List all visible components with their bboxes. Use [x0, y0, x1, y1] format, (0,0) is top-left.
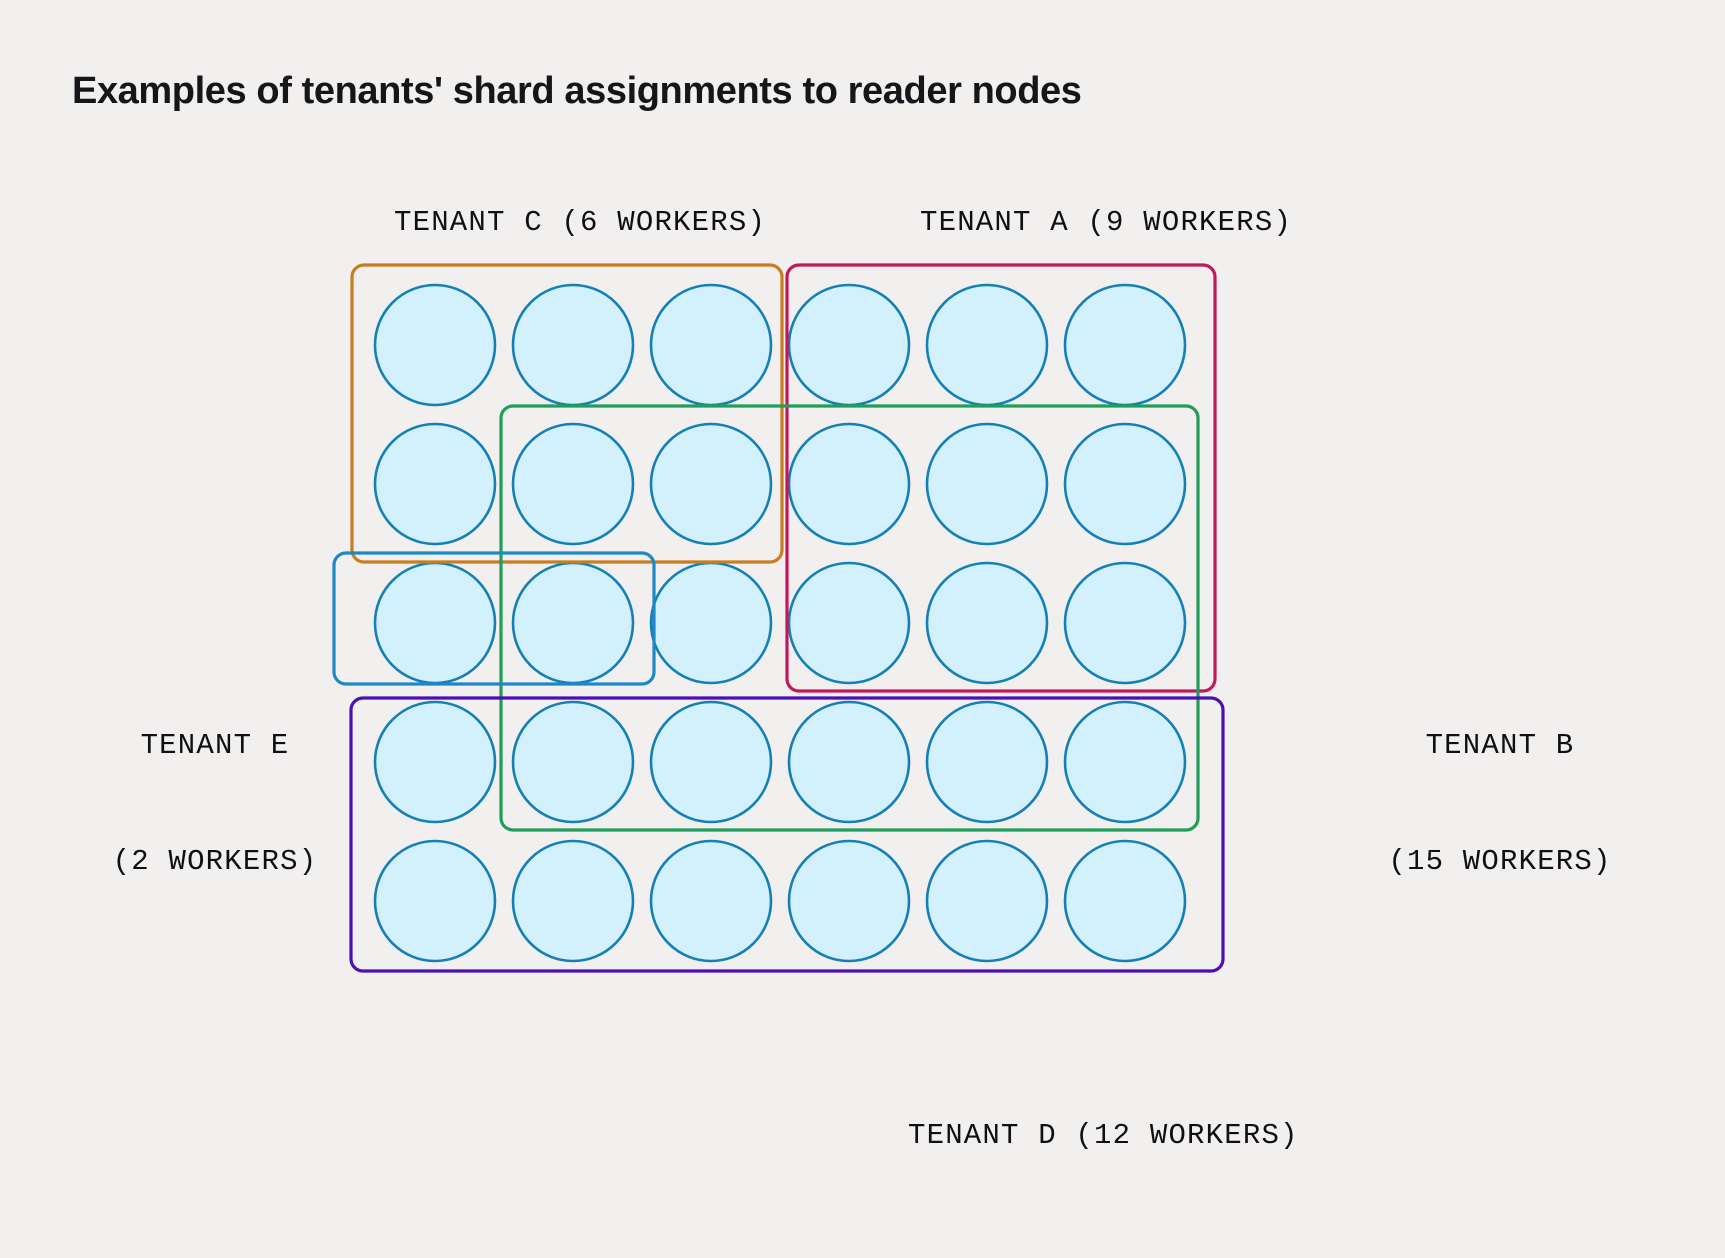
- reader-node: [787, 561, 911, 685]
- reader-node: [925, 839, 1049, 963]
- tenant-b-label-line1: TENANT B: [1425, 729, 1575, 763]
- tenant-a-boundary: [785, 263, 1217, 693]
- reader-node: [373, 283, 497, 407]
- reader-node: [511, 283, 635, 407]
- reader-node: [787, 283, 911, 407]
- reader-node: [649, 422, 773, 546]
- tenant-b-boundary: [499, 404, 1200, 832]
- reader-node: [373, 422, 497, 546]
- reader-node: [1063, 700, 1187, 824]
- reader-node: [1063, 283, 1187, 407]
- reader-node: [511, 422, 635, 546]
- tenant-d-boundary: [349, 696, 1225, 973]
- tenant-e-boundary: [332, 551, 656, 686]
- tenant-c-boundary: [350, 263, 784, 564]
- reader-node: [925, 561, 1049, 685]
- reader-node: [925, 283, 1049, 407]
- reader-node: [925, 700, 1049, 824]
- page-title: Examples of tenants' shard assignments t…: [72, 70, 1082, 112]
- reader-node: [649, 700, 773, 824]
- reader-node: [373, 839, 497, 963]
- reader-node: [1063, 839, 1187, 963]
- tenant-b-label: TENANT B (15 WORKERS): [1370, 650, 1630, 920]
- tenant-boundary-layer: [332, 263, 1225, 973]
- tenant-a-label: TENANT A (9 WORKERS): [920, 206, 1293, 239]
- reader-node: [1063, 561, 1187, 685]
- tenant-e-label-line2: (2 WORKERS): [112, 844, 318, 878]
- reader-node: [511, 561, 635, 685]
- reader-node: [511, 839, 635, 963]
- tenant-b-label-line2: (15 WORKERS): [1388, 844, 1612, 878]
- reader-node: [787, 422, 911, 546]
- reader-node: [649, 283, 773, 407]
- reader-node: [787, 839, 911, 963]
- reader-node: [925, 422, 1049, 546]
- reader-node: [373, 561, 497, 685]
- reader-node-grid: [373, 283, 1187, 963]
- reader-node: [511, 700, 635, 824]
- tenant-d-label: TENANT D (12 WORKERS): [908, 1119, 1299, 1152]
- tenant-c-label: TENANT C (6 WORKERS): [394, 206, 767, 239]
- reader-node: [373, 700, 497, 824]
- tenant-e-label-line1: TENANT E: [140, 729, 290, 763]
- reader-node: [787, 700, 911, 824]
- reader-node: [649, 839, 773, 963]
- tenant-e-label: TENANT E (2 WORKERS): [105, 650, 325, 920]
- reader-node: [1063, 422, 1187, 546]
- reader-node: [649, 561, 773, 685]
